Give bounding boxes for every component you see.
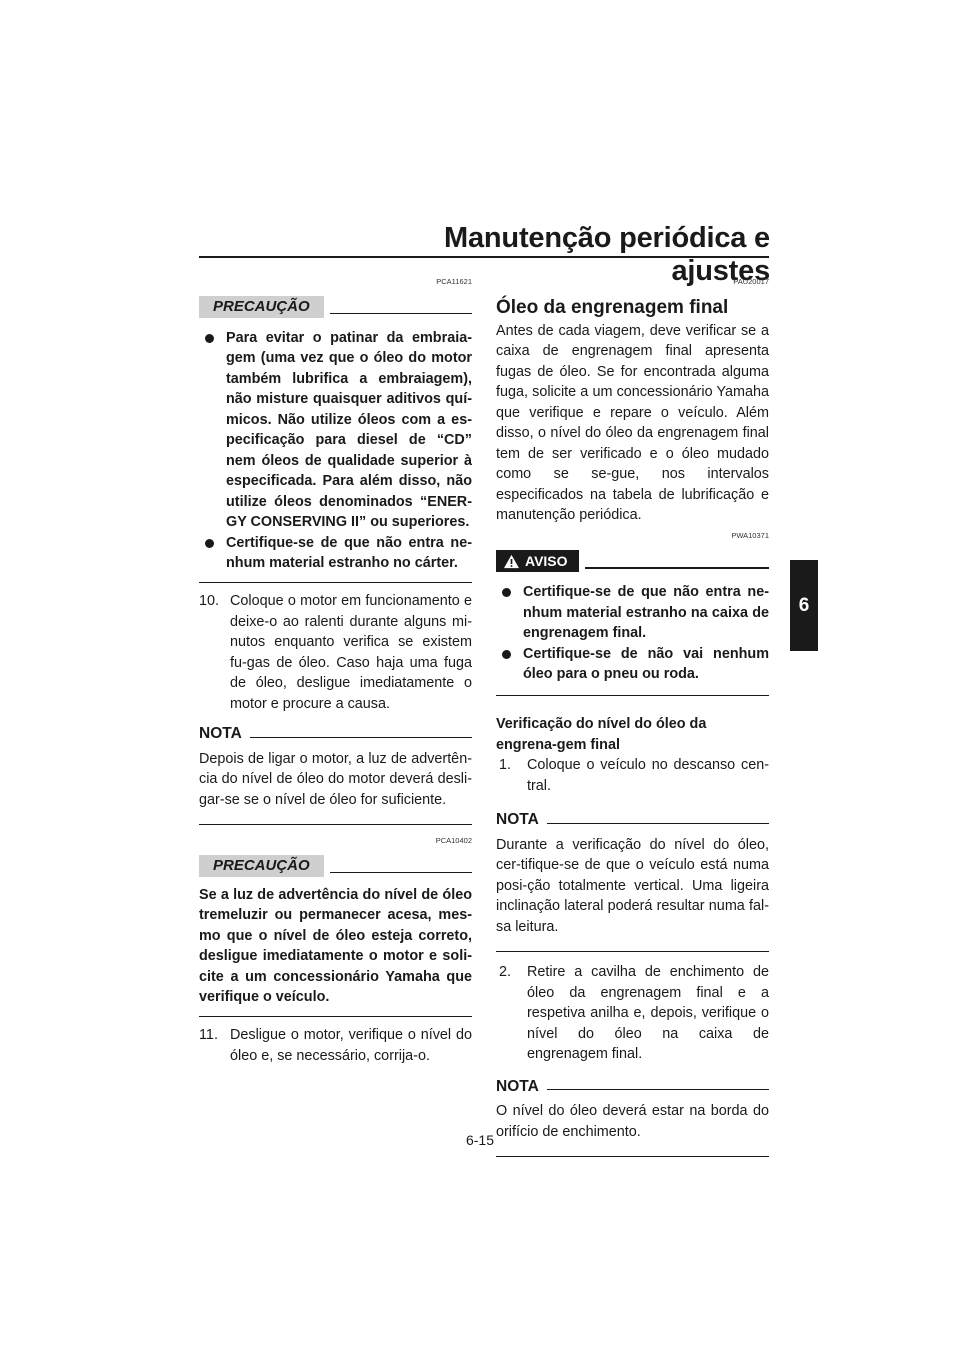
caution-box-2: PCA10402 PRECAUÇÃO Se a luz de advertênc… [199, 831, 472, 1017]
caution-label: PRECAUÇÃO [199, 854, 324, 877]
bullet-item: Certifique-se de não vai nenhum óleo par… [496, 644, 769, 685]
page-title: Manutenção periódica e ajustes [444, 222, 770, 287]
section-final-gear-oil: PAU20017 Óleo da engrenagem final Antes … [496, 272, 769, 526]
left-column: PCA11621 PRECAUÇÃO Para evitar o patinar… [199, 272, 472, 1066]
note-header-rule [546, 822, 769, 824]
note-label: NOTA [496, 811, 539, 828]
bullet-icon [502, 649, 511, 659]
note-header-rule [546, 1089, 769, 1091]
note-text: Depois de ligar o motor, a luz de advert… [199, 750, 472, 808]
step-number: 11. [199, 1027, 218, 1043]
step-10: 10. Coloque o motor em funcionamento e d… [199, 591, 472, 714]
warning-box: PWA10371 AVISO Certifique-se de que não … [496, 526, 769, 696]
warning-triangle-icon [504, 554, 519, 568]
caution-header-rule [329, 312, 472, 315]
note-text: Durante a verificação do nível do óleo, … [496, 836, 769, 935]
note-end-rule [496, 1156, 769, 1157]
page-number: 6-15 [465, 1132, 495, 1148]
step-1: 1. Coloque o veículo no descanso cen-tra… [499, 755, 769, 796]
note-box-2: NOTA Durante a verificação do nível do ó… [496, 810, 769, 952]
warning-label: AVISO [525, 552, 568, 569]
bullet-icon [205, 538, 214, 548]
step-2: 2. Retire a cavilha de enchimento de óle… [499, 962, 769, 1065]
step-text: Coloque o motor em funcionamento e deixe… [230, 593, 472, 712]
section-heading: Óleo da engrenagem final [496, 296, 729, 318]
step-text: Coloque o veículo no descanso cen-tral. [527, 757, 769, 794]
note-box-1: NOTA Depois de ligar o motor, a luz de a… [199, 724, 472, 825]
note-header-rule [249, 736, 472, 738]
caution-end-rule [199, 1015, 472, 1017]
caution-text: Se a luz de advertência do nível de óleo… [199, 886, 472, 1006]
warning-bullet-list: Certifique-se de que não entra ne-nhum m… [496, 582, 769, 685]
step-11: 11. Desligue o motor, verifique o nível … [199, 1025, 472, 1066]
bullet-icon [502, 588, 511, 597]
section-text: Antes de cada viagem, deve verificar se … [496, 322, 769, 524]
warning-end-rule [496, 694, 769, 696]
caution-header-rule [329, 871, 472, 874]
note-end-rule [496, 951, 769, 952]
warning-code: PWA10371 [731, 530, 769, 540]
step-number: 10. [199, 593, 220, 609]
warning-badge: AVISO [496, 550, 579, 572]
caution-code: PCA11621 [436, 277, 472, 286]
note-box-3: NOTA O nível do óleo deverá estar na bor… [496, 1077, 769, 1157]
note-label: NOTA [496, 1077, 539, 1095]
bullet-item: Para evitar o patinar da embraia-gem (um… [199, 328, 472, 533]
subheading: Verificação do nível do óleo da engrena-… [496, 716, 707, 753]
step-text: Desligue o motor, verifique o nível do ó… [230, 1027, 472, 1064]
bullet-item: Certifique-se de que não entra ne-nhum m… [496, 582, 769, 644]
note-text: O nível do óleo deverá estar na borda do… [496, 1103, 769, 1140]
note-end-rule [199, 824, 472, 825]
right-column: PAU20017 Óleo da engrenagem final Antes … [496, 272, 769, 1157]
step-text: Retire a cavilha de enchimento de óleo d… [527, 964, 769, 1062]
caution-bullet-list: Para evitar o patinar da embraia-gem (um… [199, 328, 472, 574]
note-label: NOTA [199, 725, 242, 742]
caution-code: PCA10402 [435, 836, 472, 845]
chapter-tab: 6 [790, 560, 818, 651]
step-number: 1. [499, 757, 512, 773]
bullet-icon [205, 333, 214, 343]
step-number: 2. [499, 964, 512, 980]
warning-header-rule [584, 567, 769, 569]
caution-box-1: PCA11621 PRECAUÇÃO Para evitar o patinar… [199, 272, 472, 583]
section-code: PAU20017 [733, 277, 769, 286]
caution-label: PRECAUÇÃO [199, 295, 324, 318]
caution-end-rule [199, 581, 472, 583]
title-rule [199, 256, 769, 258]
bullet-item: Certifique-se de que não entra ne-nhum m… [199, 533, 472, 574]
